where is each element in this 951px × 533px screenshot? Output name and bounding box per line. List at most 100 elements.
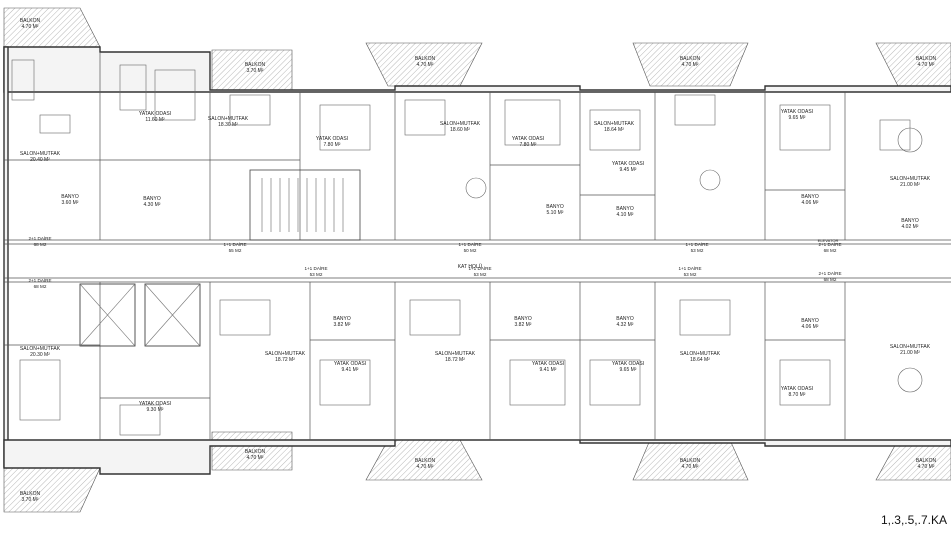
room-bottom-label-name: YATAK ODASI: [612, 361, 644, 367]
room-top-label-area: 18.60 M²: [450, 127, 470, 133]
room-bottom-label-area: 18.72 M²: [445, 357, 465, 363]
balcony-top-label-name: BALKON: [680, 56, 701, 62]
balcony-top-1: [3, 7, 101, 48]
bath-label-name: BANYO: [61, 194, 79, 200]
unit-bottom-area: 68 M2: [34, 284, 47, 289]
staircase-top: [261, 178, 344, 232]
balcony-bottom-label-name: BALKON: [680, 458, 701, 464]
internal-walls-top: [4, 52, 846, 241]
room-top-label-name: SALON+MUTFAK: [20, 151, 61, 157]
room-top-label-area: 7.80 M²: [520, 142, 537, 148]
unit-top-type: 1+1 DAİRE: [223, 241, 246, 247]
room-bottom-label-area: 9.41 M²: [342, 367, 359, 373]
corridor-label: KAT HOLÜ: [458, 263, 483, 270]
room-bottom-label-name: YATAK ODASI: [334, 361, 366, 367]
balcony-top-label-name: BALKON: [245, 62, 266, 68]
corridor: [4, 239, 951, 283]
room-bottom-label-area: 8.70 M²: [789, 392, 806, 398]
bath-label-area: 4.30 M²: [144, 202, 161, 208]
room-top-label-name: YATAK ODASI: [316, 136, 348, 142]
room-top-label-area: 18.64 M²: [604, 127, 624, 133]
balcony-bottom-1: [3, 467, 101, 513]
elevator-label: ELEVATOR: [818, 238, 839, 243]
room-bottom-label-name: SALON+MUTFAK: [435, 351, 476, 357]
bath-label-name: BANYO: [546, 204, 564, 210]
room-bottom-label-name: SALON+MUTFAK: [20, 346, 61, 352]
room-bottom-label-area: 9.65 M²: [620, 367, 637, 373]
bath-label-name: BANYO: [143, 196, 161, 202]
room-top-label-name: YATAK ODASI: [612, 161, 644, 167]
room-bottom-label-area: 20.30 M²: [30, 352, 50, 358]
bath-label-area: 5.10 M²: [547, 210, 564, 216]
unit-bottom-area: 53 M2: [310, 272, 323, 277]
bath-label-area: 4.32 M²: [617, 322, 634, 328]
room-top-label-area: 9.45 M²: [620, 167, 637, 173]
balcony-top-label-area: 4.70 M²: [417, 62, 434, 68]
bath-label-area: 3.60 M²: [62, 200, 79, 206]
balcony-bottom-label-name: BALKON: [415, 458, 436, 464]
bath-label-name: BANYO: [616, 206, 634, 212]
bath-label-name: BANYO: [333, 316, 351, 322]
unit-top-area: 50 M2: [464, 248, 477, 253]
room-top-label-area: 18.30 M²: [218, 122, 238, 128]
bath-label-area: 4.02 M²: [902, 224, 919, 230]
room-top-label-area: 9.65 M²: [789, 115, 806, 121]
unit-top-type: 1+1 DAİRE: [458, 241, 481, 247]
bath-label-area: 3.82 M²: [515, 322, 532, 328]
room-top-label-name: SALON+MUTFAK: [208, 116, 249, 122]
room-top-label-name: YATAK ODASI: [139, 111, 171, 117]
unit-bottom-type: 1+1 DAİRE: [304, 265, 327, 271]
internal-walls-bottom: [4, 282, 846, 440]
balcony-top-label-area: 4.70 M²: [682, 62, 699, 68]
elevator-shafts: [79, 283, 201, 347]
room-bottom-label-area: 18.64 M²: [690, 357, 710, 363]
balcony-top-label-area: 4.70 M²: [918, 62, 935, 68]
balcony-bottom-label-area: 3.70 M²: [22, 497, 39, 503]
bath-label-name: BANYO: [801, 194, 819, 200]
unit-top-area: 68 M2: [34, 242, 47, 247]
balcony-bottom-label-area: 4.70 M²: [918, 464, 935, 470]
balcony-bottom-label-name: BALKON: [916, 458, 937, 464]
bath-label-name: BANYO: [616, 316, 634, 322]
building-walls: [3, 46, 951, 475]
balcony-top-5: [875, 42, 951, 87]
unit-top-type: 1+1 DAİRE: [685, 241, 708, 247]
bath-label-name: BANYO: [901, 218, 919, 224]
room-bottom-label-area: 9.41 M²: [540, 367, 557, 373]
room-bottom-label-name: YATAK ODASI: [532, 361, 564, 367]
balcony-top-label-name: BALKON: [20, 18, 41, 24]
room-top-label-area: 11.60 M²: [145, 117, 165, 123]
balcony-top-4: [632, 42, 749, 87]
unit-top-area: 55 M2: [229, 248, 242, 253]
bath-label-area: 4.06 M²: [802, 324, 819, 330]
room-top-label-name: SALON+MUTFAK: [594, 121, 635, 127]
bath-label-area: 3.82 M²: [334, 322, 351, 328]
balcony-bottom-label-name: BALKON: [245, 449, 266, 455]
room-top-label-name: YATAK ODASI: [781, 109, 813, 115]
unit-top-type: 2+1 DAİRE: [818, 241, 841, 247]
furniture: [11, 59, 923, 436]
unit-top-area: 68 M2: [824, 248, 837, 253]
unit-bottom-area: 68 M2: [824, 277, 837, 282]
bath-label-name: BANYO: [514, 316, 532, 322]
floor-title: 1,.3,.5,.7.KA: [880, 513, 947, 527]
balcony-top-label-area: 3.70 M²: [247, 68, 264, 74]
balconies-top: [3, 7, 951, 91]
room-top-label-area: 21.00 M²: [900, 182, 920, 188]
unit-bottom-type: 1+1 DAİRE: [678, 265, 701, 271]
unit-bottom-type: 2+1 DAİRE: [28, 277, 51, 283]
unit-bottom-type: 2+1 DAİRE: [818, 270, 841, 276]
unit-bottom-area: 53 M2: [474, 272, 487, 277]
unit-top-type: 2+1 DAİRE: [28, 235, 51, 241]
unit-bottom-area: 53 M2: [684, 272, 697, 277]
room-bottom-label-area: 18.72 M²: [275, 357, 295, 363]
room-top-label-name: SALON+MUTFAK: [890, 176, 931, 182]
balcony-bottom-label-area: 4.70 M²: [682, 464, 699, 470]
bath-label-area: 4.10 M²: [617, 212, 634, 218]
room-top-label-name: YATAK ODASI: [512, 136, 544, 142]
balcony-top-label-area: 4.70 M²: [22, 24, 39, 30]
balcony-top-label-name: BALKON: [916, 56, 937, 62]
bath-label-area: 4.06 M²: [802, 200, 819, 206]
